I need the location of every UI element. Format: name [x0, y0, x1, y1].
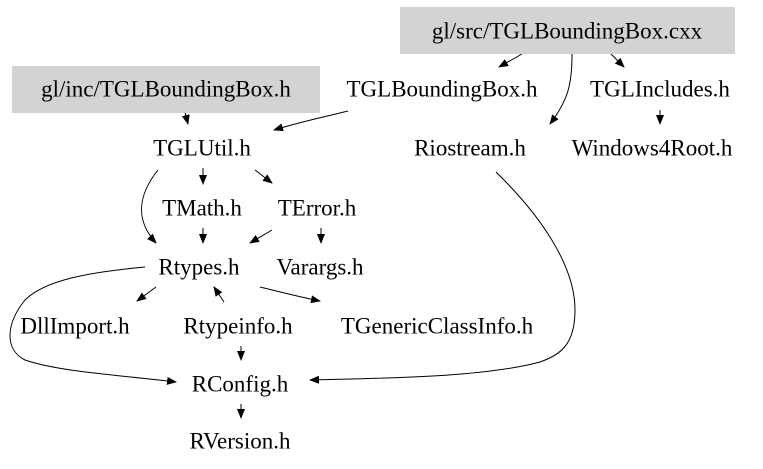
edge-rtypes-tgenericclassinfo — [259, 286, 321, 304]
node-rversion-h[interactable]: RVersion.h — [189, 429, 291, 454]
node-box-src-cxx — [400, 7, 735, 54]
edge-tglutil-terror — [254, 169, 273, 184]
node-rtypes-h[interactable]: Rtypes.h — [158, 255, 240, 280]
node-box-inc-h — [12, 66, 320, 113]
node-tglutil-h[interactable]: TGLUtil.h — [153, 136, 251, 161]
node-tglboundingbox-h[interactable]: TGLBoundingBox.h — [346, 77, 538, 102]
edge-cxx-tglboundingbox — [498, 53, 523, 68]
edges — [9, 53, 664, 419]
node-inc-h[interactable]: gl/inc/TGLBoundingBox.h — [41, 77, 291, 102]
node-tgenericclassinfo-h[interactable]: TGenericClassInfo.h — [341, 314, 534, 339]
edge-rtypes-rtypeinfo — [213, 286, 225, 303]
edge-terror-rtypes — [249, 229, 273, 244]
edge-tglboundingbox-tglutil — [273, 110, 349, 132]
edge-cxx-tglincludes — [610, 53, 625, 68]
node-terror-h[interactable]: TError.h — [278, 196, 357, 221]
edge-tglutil-rtypes — [141, 169, 159, 244]
edge-rtypes-dllimport — [136, 286, 157, 302]
edge-cxx-riostream — [549, 53, 573, 125]
node-rconfig-h[interactable]: RConfig.h — [192, 372, 289, 397]
edge-rtypes-rconfig — [9, 266, 177, 385]
node-varargs-h[interactable]: Varargs.h — [276, 255, 364, 280]
node-rtypeinfo-h[interactable]: Rtypeinfo.h — [183, 314, 293, 339]
node-tmath-h[interactable]: TMath.h — [162, 196, 242, 221]
edge-riostream-rconfig — [309, 171, 576, 384]
edge-inc-tglutil — [181, 111, 190, 125]
node-src-cxx[interactable]: gl/src/TGLBoundingBox.cxx — [432, 19, 703, 44]
nodes: gl/src/TGLBoundingBox.cxx gl/inc/TGLBoun… — [12, 7, 735, 454]
node-tglincludes-h[interactable]: TGLIncludes.h — [590, 77, 730, 102]
node-dllimport-h[interactable]: DllImport.h — [20, 314, 130, 339]
node-riostream-h[interactable]: Riostream.h — [414, 136, 526, 161]
node-windows4root-h[interactable]: Windows4Root.h — [572, 136, 733, 161]
